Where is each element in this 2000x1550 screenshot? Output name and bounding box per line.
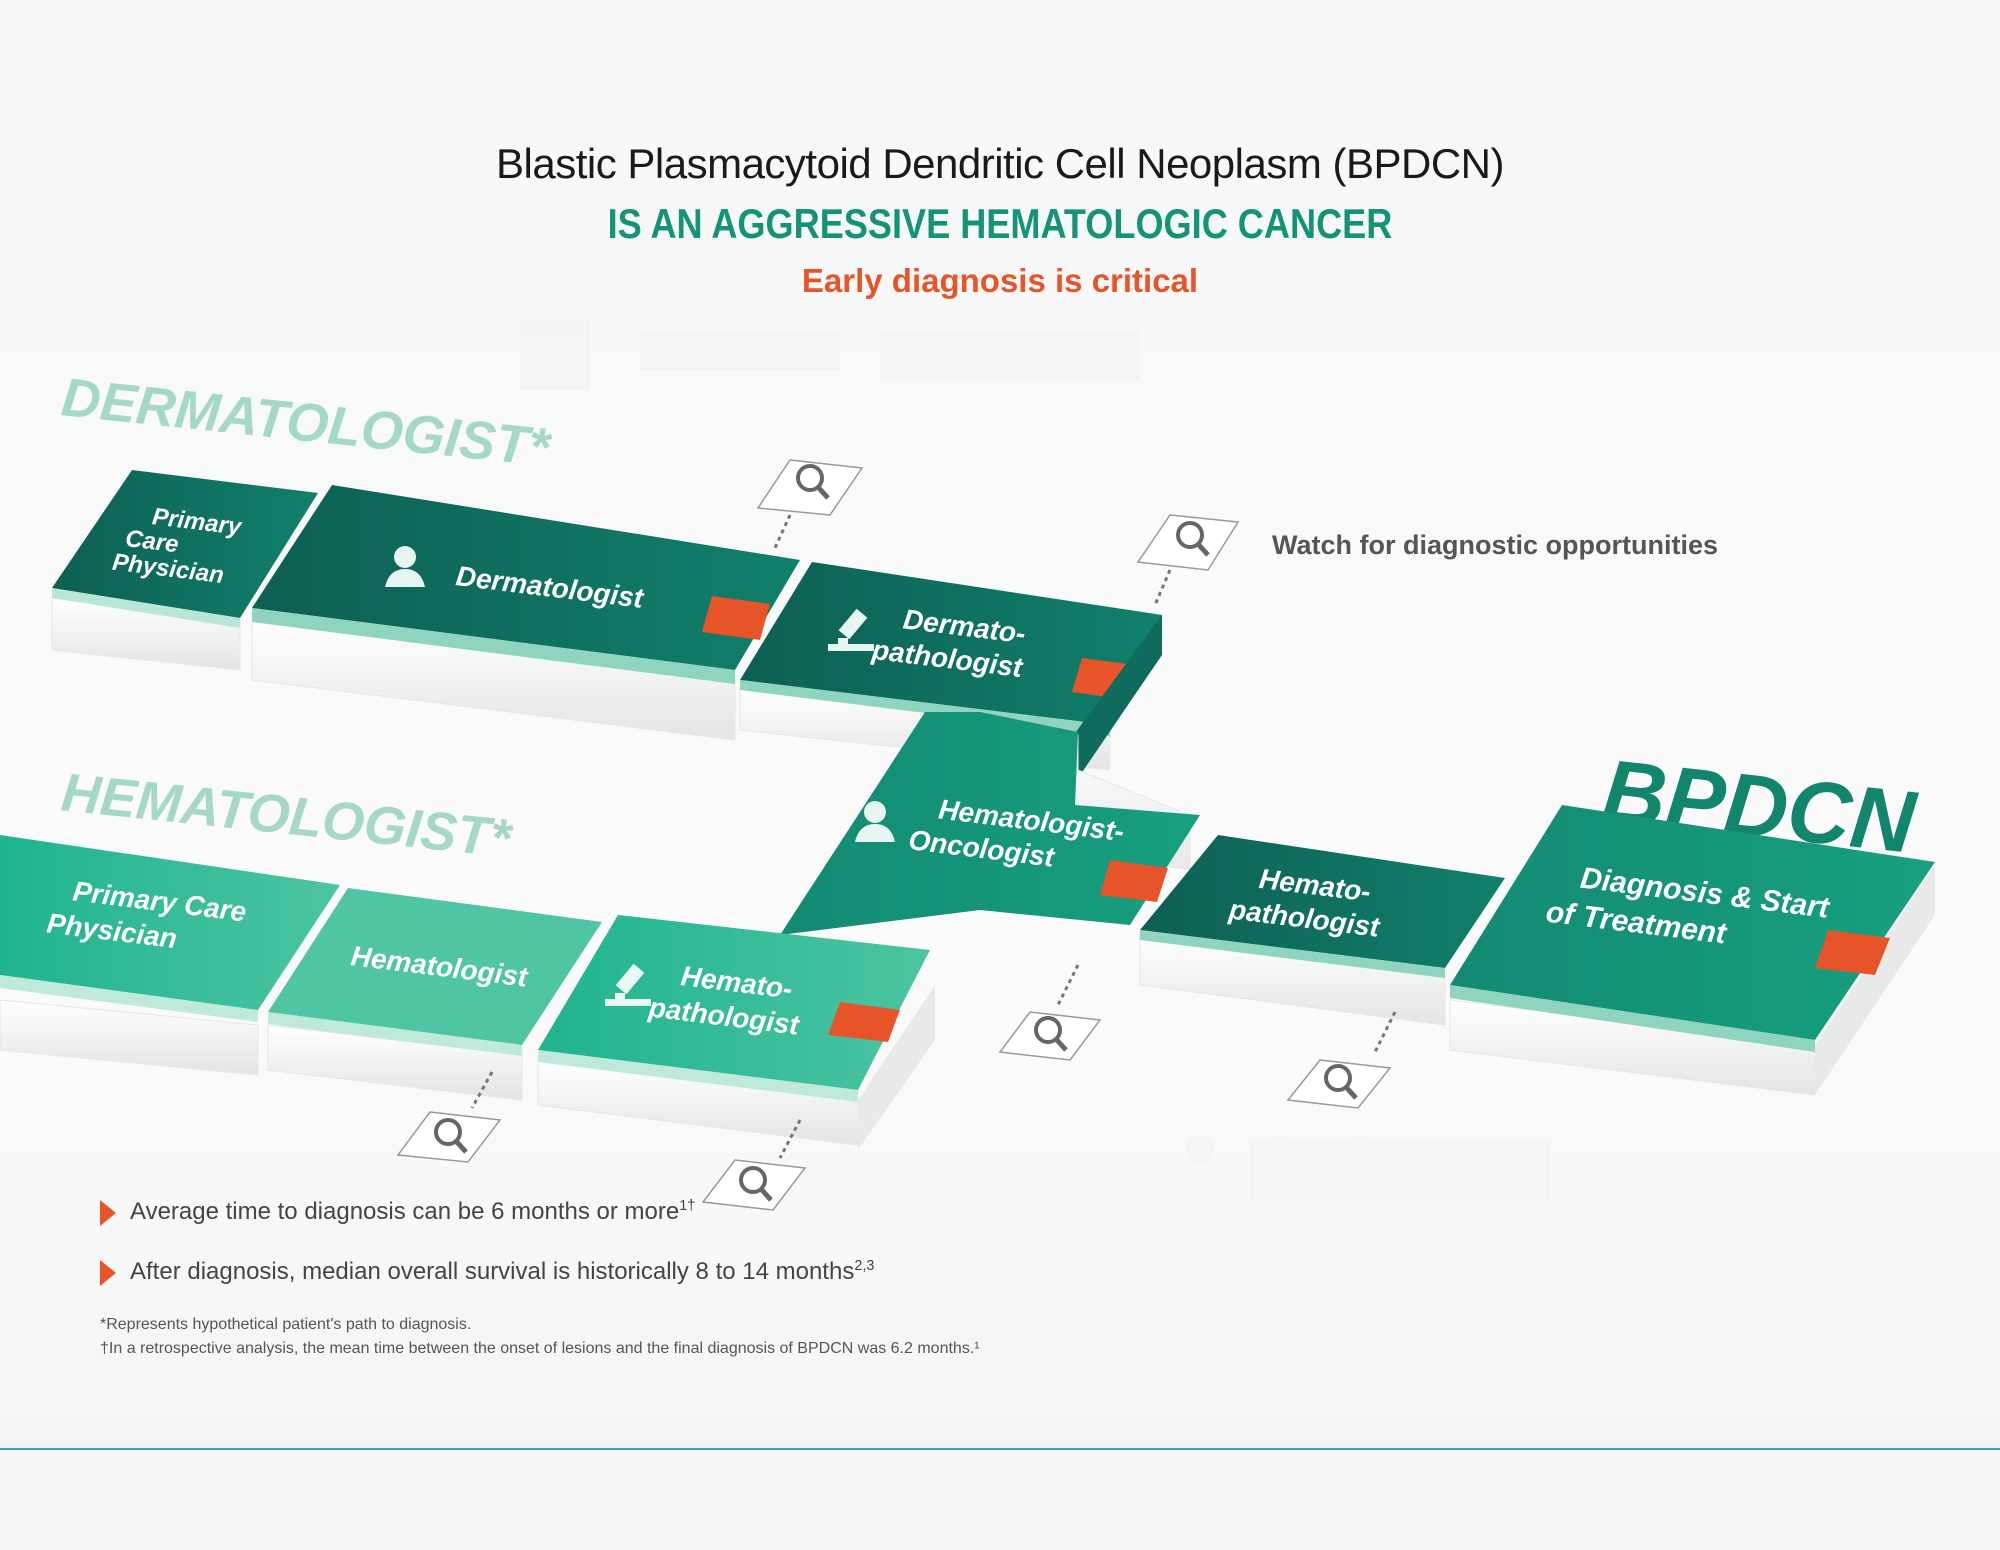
block-hem-hematologist: Hematologist	[267, 888, 602, 1101]
bullet-text: After diagnosis, median overall survival…	[130, 1258, 855, 1285]
page-title: Blastic Plasmacytoid Dendritic Cell Neop…	[496, 140, 1504, 187]
citation: 2,3	[854, 1258, 875, 1274]
opportunity-marker[interactable]	[1136, 514, 1240, 606]
footnote-retrospective: †In a retrospective analysis, the mean t…	[100, 1340, 980, 1357]
citation: 1†	[679, 1198, 696, 1214]
microscope-icon	[828, 608, 874, 651]
block-hem-pcp: Primary Care Physician	[0, 835, 340, 1076]
frame-divider	[0, 1448, 2000, 1450]
accent-marker	[702, 596, 770, 640]
bullet-time-to-diagnosis: Average time to diagnosis can be 6 month…	[100, 1198, 695, 1226]
microscope-icon	[605, 963, 651, 1006]
magnifier-icon	[1176, 521, 1204, 549]
block-hem-oncologist: Hematologist- Oncologist	[780, 712, 1200, 935]
doctor-icon	[385, 546, 425, 587]
doctor-icon	[855, 801, 895, 842]
opportunity-marker[interactable]	[756, 459, 864, 549]
magnifier-icon	[739, 1166, 767, 1194]
accent-marker	[1815, 930, 1890, 975]
block-derm-dermatologist: Dermatologist	[251, 485, 800, 741]
magnifier-icon	[796, 464, 824, 492]
magnifier-icon	[434, 1118, 462, 1146]
opportunity-marker[interactable]	[701, 1119, 807, 1211]
block-text: Care	[124, 525, 180, 558]
connector-ramp	[1070, 615, 1162, 790]
dermatologist-path-label: DERMATOLOGIST*	[59, 367, 556, 478]
opportunity-marker[interactable]	[998, 964, 1102, 1061]
block-derm-pcp: Primary Care Physician	[51, 470, 318, 671]
accent-marker	[1100, 860, 1168, 902]
bullet-arrow-icon	[100, 1259, 116, 1286]
opportunity-marker[interactable]	[1286, 1011, 1397, 1109]
accent-marker	[828, 1002, 900, 1042]
hematologist-path-label: HEMATOLOGIST*	[59, 762, 517, 869]
magnifier-icon	[1034, 1016, 1062, 1044]
block-diagnosis: Diagnosis & Start of Treatment	[1449, 805, 1935, 1096]
bullet-text: Average time to diagnosis can be 6 month…	[130, 1198, 680, 1225]
page-headline: IS AN AGGRESSIVE HEMATOLOGIC CANCER	[607, 200, 1393, 247]
page-subheadline: Early diagnosis is critical	[801, 262, 1199, 299]
footnote-hypothetical: *Represents hypothetical patient's path …	[100, 1316, 472, 1333]
bullet-survival: After diagnosis, median overall survival…	[100, 1258, 874, 1286]
opportunity-marker[interactable]	[396, 1071, 502, 1163]
magnifier-icon	[1324, 1064, 1352, 1092]
legend-watch-text: Watch for diagnostic opportunities	[1272, 530, 1718, 560]
block-hem-pathologist-lower: Hemato- pathologist	[537, 915, 935, 1150]
block-hem-pathologist-upper: Hemato- pathologist	[1139, 835, 1505, 1026]
background-pattern	[520, 320, 1550, 1200]
bullet-arrow-icon	[100, 1199, 116, 1226]
